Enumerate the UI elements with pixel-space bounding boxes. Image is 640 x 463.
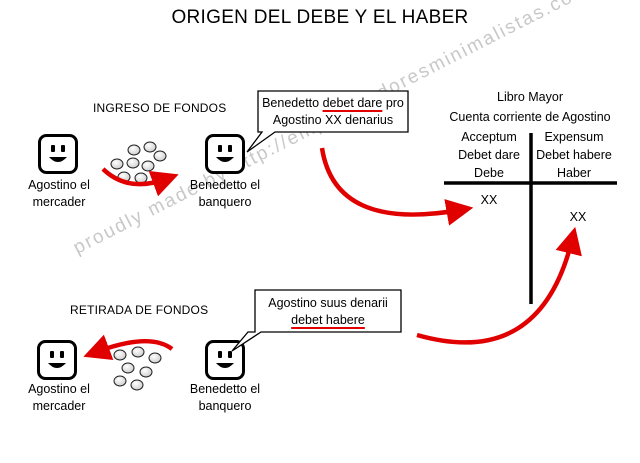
ledger-left-column: Acceptum Debet dare Debe [447,128,531,182]
ingreso-heading: INGRESO DE FONDOS [93,101,227,115]
ledger-left-formula: Debet dare [458,148,520,162]
ledger-right-latin: Expensum [544,130,604,144]
ledger-haber-entry: XX [569,210,587,224]
arrow-to-debe [319,147,474,226]
coins-ingreso [110,141,167,184]
banker-label: Benedetto el banquero [189,178,261,209]
ledger-left-latin: Acceptum [461,130,517,144]
ledger-right-label: Haber [556,166,592,180]
ledger-left-label: Debe [474,166,504,180]
retirada-heading: RETIRADA DE FONDOS [70,303,209,317]
ledger-right-formula: Debet habere [536,148,612,162]
diagram-title: ORIGEN DEL DEBE Y EL HABER [171,7,469,28]
merchant-label: Agostino el mercader [28,178,90,209]
bubble-retirada-text: Agostino suus denarii debet habere [255,295,401,329]
arrow-ingreso [101,167,179,197]
arrow-to-haber [416,226,582,345]
arrow-retirada [83,334,174,360]
bubble-ingreso-text: Benedetto debet dare pro Agostino XX den… [258,95,408,129]
banker-face-icon [205,134,245,174]
speech-bubble-ingreso [246,90,409,153]
coins-retirada [113,346,162,391]
ledger-right-column: Expensum Debet habere Haber [531,128,617,182]
debet-dare-highlight: debet dare [322,96,383,110]
banker-face-icon [205,340,245,380]
ledger-title: Libro Mayor [497,90,563,104]
merchant-label: Agostino el mercader [28,382,90,413]
merchant-face-icon [38,134,78,174]
bubble-ingreso-line2: Agostino XX denarius [272,113,394,127]
banker-label: Benedetto el banquero [189,382,261,413]
bubble-ingreso-line1: Benedetto debet dare pro [262,96,404,110]
ledger-debe-entry: XX [480,193,498,207]
merchant-face-icon [37,340,77,380]
bubble-retirada-line1: Agostino suus denarii [268,296,388,310]
debet-habere-highlight: debet habere [291,313,365,327]
ledger-subtitle: Cuenta corriente de Agostino [449,110,611,124]
speech-bubble-retirada [231,289,402,352]
